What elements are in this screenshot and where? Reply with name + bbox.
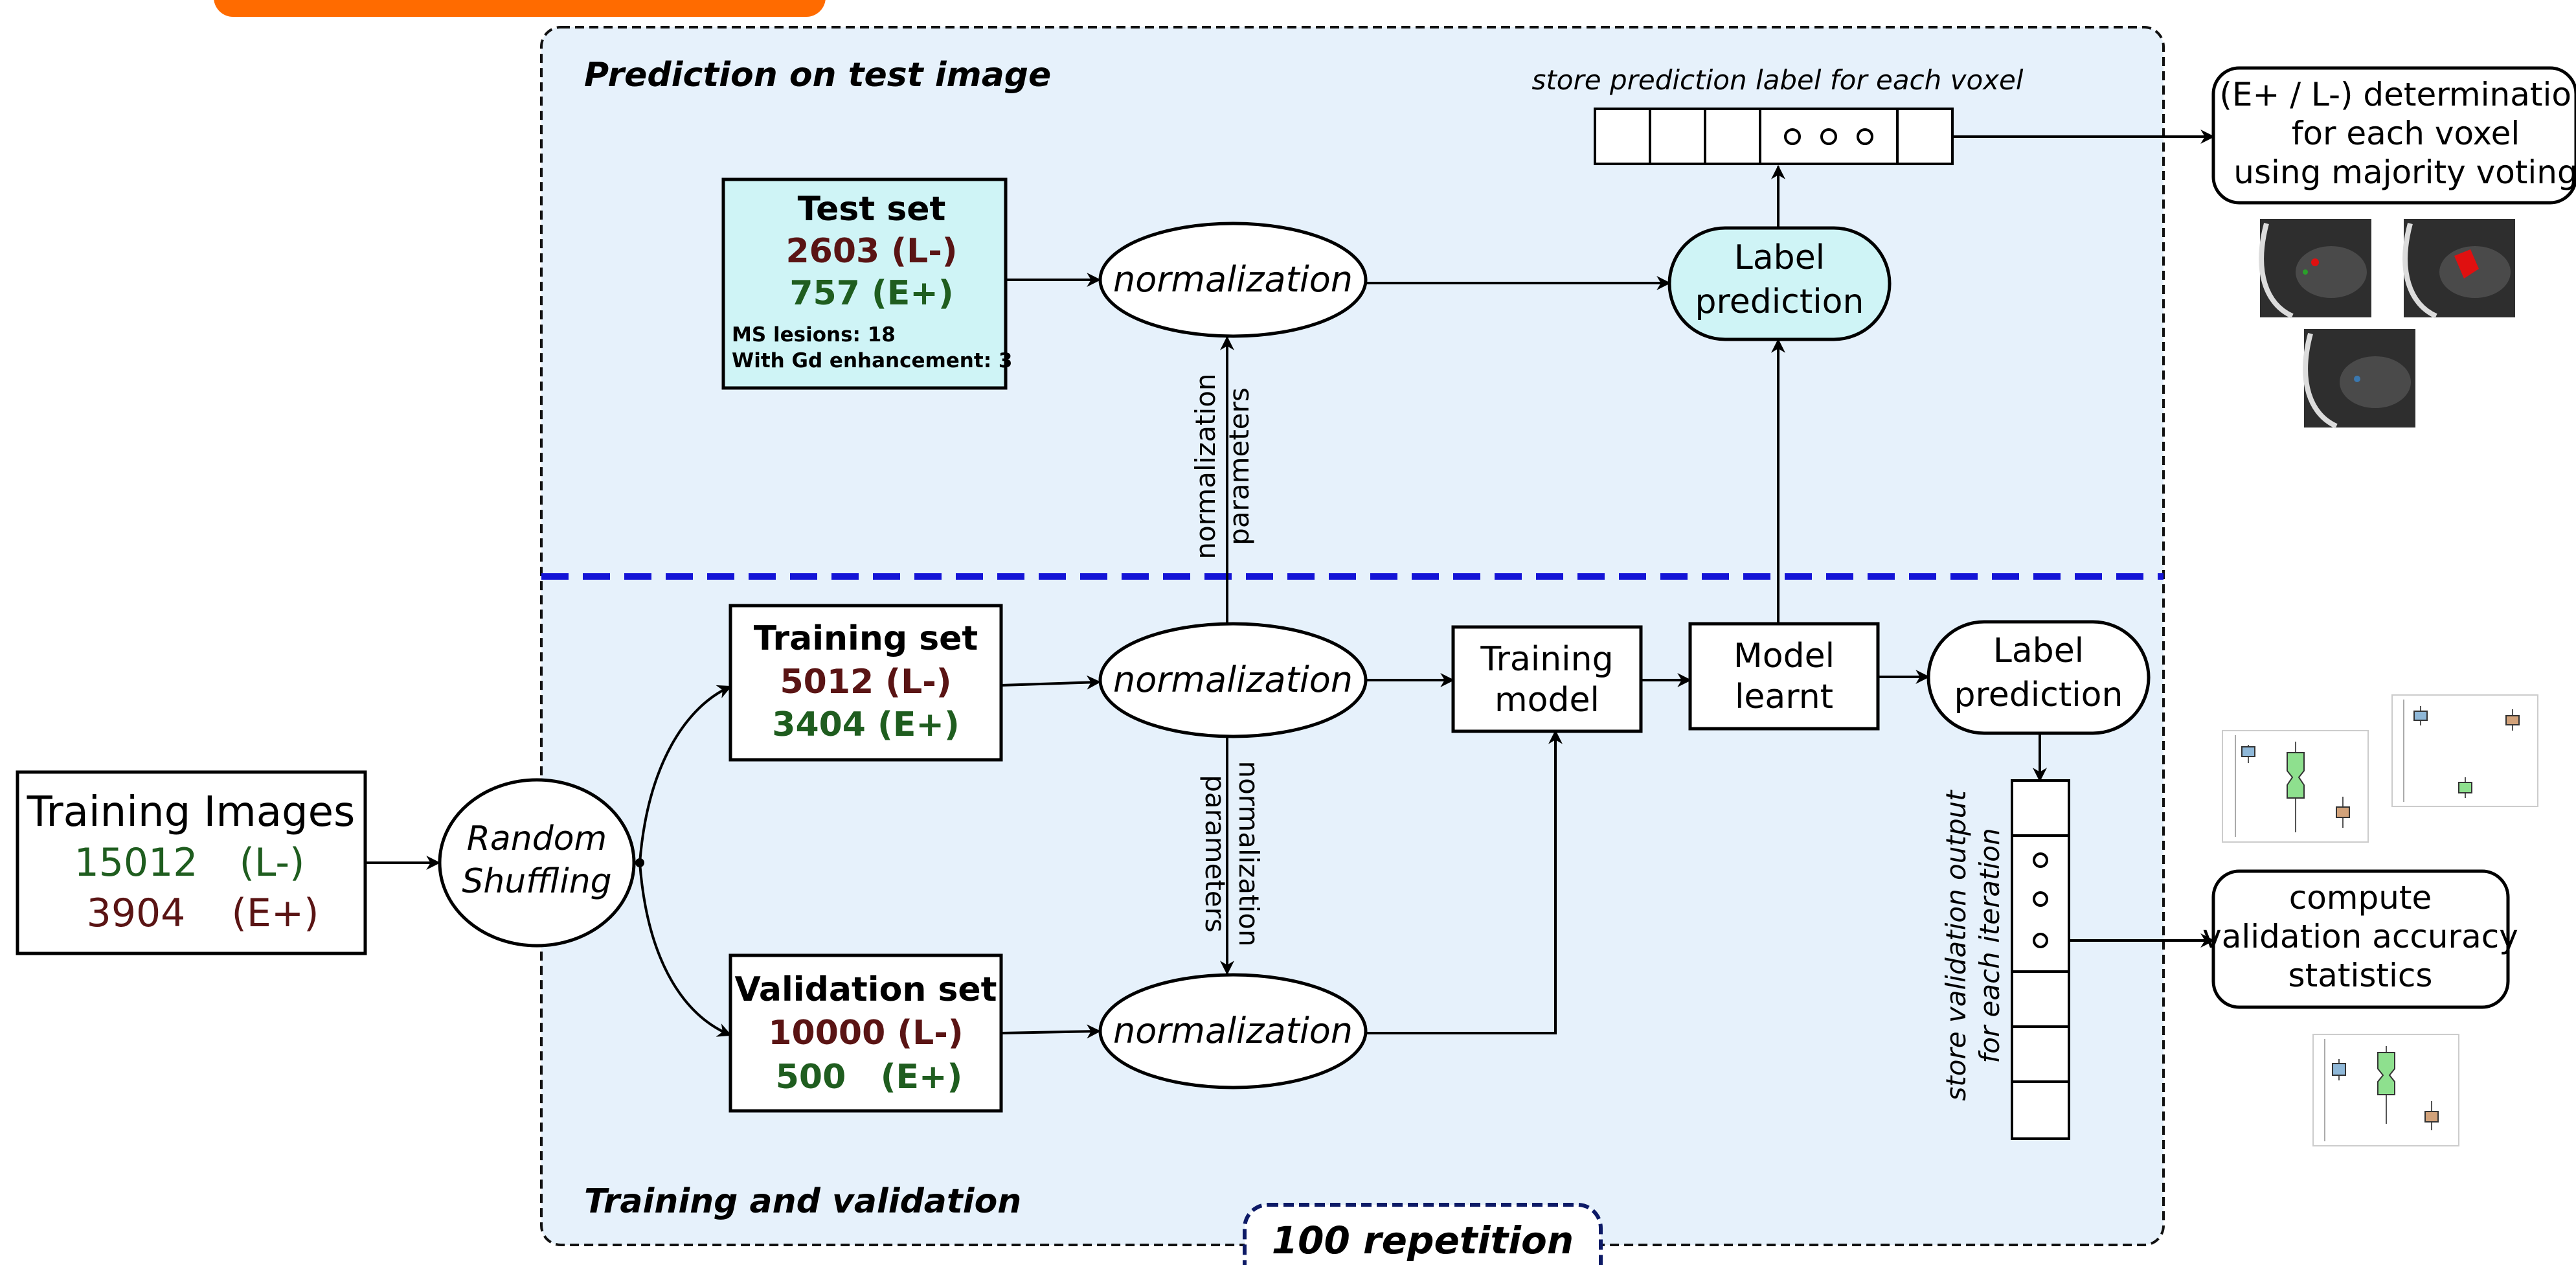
storage-cell bbox=[2011, 1080, 2070, 1140]
training-images-l-count: 15012 bbox=[74, 840, 198, 885]
arrow-valnorm-to-training-model bbox=[1366, 729, 1563, 1034]
store-prediction-caption: store prediction label for each voxel bbox=[1531, 64, 2023, 96]
ellipsis-dot bbox=[2033, 933, 2048, 948]
training-set-box bbox=[729, 604, 1003, 762]
storage-cell bbox=[1704, 108, 1761, 165]
ellipsis-dot bbox=[1857, 128, 1873, 145]
ellipsis-dot bbox=[1784, 128, 1801, 145]
test-set-e-count: 757 bbox=[789, 274, 860, 313]
storage-cell bbox=[2011, 970, 2070, 1028]
label-prediction-validation-line2: prediction bbox=[1954, 676, 2123, 714]
test-set-e-label: (E+) bbox=[872, 274, 954, 313]
storage-cell bbox=[2011, 779, 2070, 837]
norm-params-lower-line1: normalization bbox=[1233, 760, 1265, 946]
model-learnt-line1: Model bbox=[1734, 637, 1835, 676]
random-shuffling-node bbox=[438, 778, 636, 948]
norm-params-upper-line1: normalization bbox=[1190, 373, 1221, 559]
normalization-train-label: normalization bbox=[1113, 659, 1353, 700]
random-shuffling-line1: Random bbox=[467, 819, 607, 858]
test-set-ms-lesions: MS lesions: 18 bbox=[732, 323, 896, 347]
compute-stats-line2: validation accuracy bbox=[2202, 918, 2518, 955]
validation-set-e-label: (E+) bbox=[881, 1058, 963, 1097]
mri-thumbnail bbox=[2259, 219, 2371, 319]
determination-line1: (E+ / L-) determination bbox=[2219, 76, 2576, 113]
random-shuffling-line2: Shuffling bbox=[462, 862, 611, 901]
ellipsis-dot bbox=[2033, 891, 2048, 907]
training-set-l: 5012 (L-) bbox=[780, 663, 951, 701]
training-images-e-count: 3904 bbox=[87, 891, 186, 936]
training-set-l-count: 5012 bbox=[780, 663, 874, 701]
ellipsis-dot bbox=[1820, 128, 1837, 145]
norm-params-upper: normalization parameters bbox=[1190, 373, 1255, 559]
validation-set-l-count: 10000 bbox=[768, 1014, 885, 1053]
test-set-l-label: (L-) bbox=[891, 232, 957, 271]
norm-params-upper-line2: parameters bbox=[1223, 387, 1255, 545]
test-set-gd-enhancement: With Gd enhancement: 3 bbox=[732, 349, 1012, 372]
orange-header-bar bbox=[214, 0, 826, 17]
training-images-box bbox=[16, 770, 367, 955]
mri-thumbnail bbox=[2402, 219, 2515, 319]
training-images-title: Training Images bbox=[27, 788, 356, 836]
training-model-box bbox=[1451, 625, 1643, 733]
test-set-l-count: 2603 bbox=[785, 232, 879, 271]
validation-set-e-count: 500 bbox=[776, 1058, 846, 1097]
validation-set-l-label: (L-) bbox=[897, 1014, 963, 1053]
label-prediction-validation-line1: Label bbox=[1993, 632, 2084, 670]
label-prediction-test-line1: Label bbox=[1734, 238, 1825, 277]
training-model-line1: Training bbox=[1480, 640, 1613, 679]
test-set-e: 757 (E+) bbox=[789, 274, 953, 313]
boxplot-thumbnail bbox=[2312, 1034, 2459, 1146]
validation-set-title: Validation set bbox=[734, 970, 997, 1009]
ellipsis-dot bbox=[2033, 852, 2048, 868]
repetition-badge bbox=[1243, 1203, 1603, 1265]
storage-cell bbox=[2011, 1025, 2070, 1083]
normalization-validation-label: normalization bbox=[1113, 1010, 1353, 1051]
prediction-storage-row bbox=[1594, 108, 1954, 165]
label-prediction-test-line2: prediction bbox=[1695, 282, 1864, 321]
compute-stats-line3: statistics bbox=[2288, 957, 2433, 994]
store-validation-line2: for each iteration bbox=[1974, 828, 2005, 1063]
mri-thumbnail bbox=[2303, 329, 2415, 429]
test-panel-title: Prediction on test image bbox=[584, 56, 1051, 95]
compute-stats-line1: compute bbox=[2289, 879, 2432, 917]
store-validation-line1: store validation output bbox=[1940, 790, 1972, 1101]
training-images-e-label: (E+) bbox=[232, 891, 319, 936]
test-set-l: 2603 (L-) bbox=[785, 232, 957, 271]
storage-cell-ellipsis bbox=[2011, 834, 2070, 973]
determination-line2: for each voxel bbox=[2292, 115, 2520, 152]
storage-cell-ellipsis bbox=[1759, 108, 1899, 165]
training-model-line2: model bbox=[1495, 681, 1599, 720]
norm-params-lower-line2: parameters bbox=[1199, 775, 1231, 933]
norm-params-lower: normalization parameters bbox=[1199, 760, 1265, 946]
storage-cell bbox=[1649, 108, 1706, 165]
training-set-l-label: (L-) bbox=[885, 663, 951, 701]
determination-line3: using majority voting bbox=[2233, 154, 2576, 191]
validation-set-box bbox=[729, 953, 1003, 1113]
train-panel-title: Training and validation bbox=[584, 1182, 1021, 1221]
boxplot-thumbnail bbox=[2222, 730, 2369, 843]
training-set-e-label: (E+) bbox=[877, 705, 960, 744]
boxplot-thumbnail bbox=[2391, 694, 2538, 807]
validation-storage-column bbox=[2011, 779, 2070, 1140]
store-validation-caption: store validation output for each iterati… bbox=[1940, 790, 2005, 1101]
compute-stats-box bbox=[2211, 869, 2510, 1009]
arrow-val-to-norm bbox=[1000, 1024, 1102, 1039]
model-learnt-line2: learnt bbox=[1735, 678, 1833, 716]
validation-set-l: 10000 (L-) bbox=[768, 1014, 963, 1053]
repetition-label: 100 repetition bbox=[1272, 1218, 1574, 1262]
training-set-e-count: 3404 bbox=[772, 705, 866, 744]
arrow-shuffle-to-validation bbox=[638, 862, 732, 1037]
test-set-box bbox=[721, 177, 1008, 390]
training-set-title: Training set bbox=[754, 619, 978, 658]
storage-cell bbox=[1896, 108, 1954, 165]
storage-cell bbox=[1594, 108, 1651, 165]
arrow-train-to-norm bbox=[1000, 675, 1102, 690]
determination-box bbox=[2211, 66, 2576, 205]
arrow-shuffle-to-training bbox=[638, 685, 732, 863]
training-images-l-label: (L-) bbox=[240, 840, 305, 885]
normalization-test-label: normalization bbox=[1113, 259, 1353, 300]
test-set-title: Test set bbox=[798, 190, 946, 229]
training-set-e: 3404 (E+) bbox=[772, 705, 959, 744]
